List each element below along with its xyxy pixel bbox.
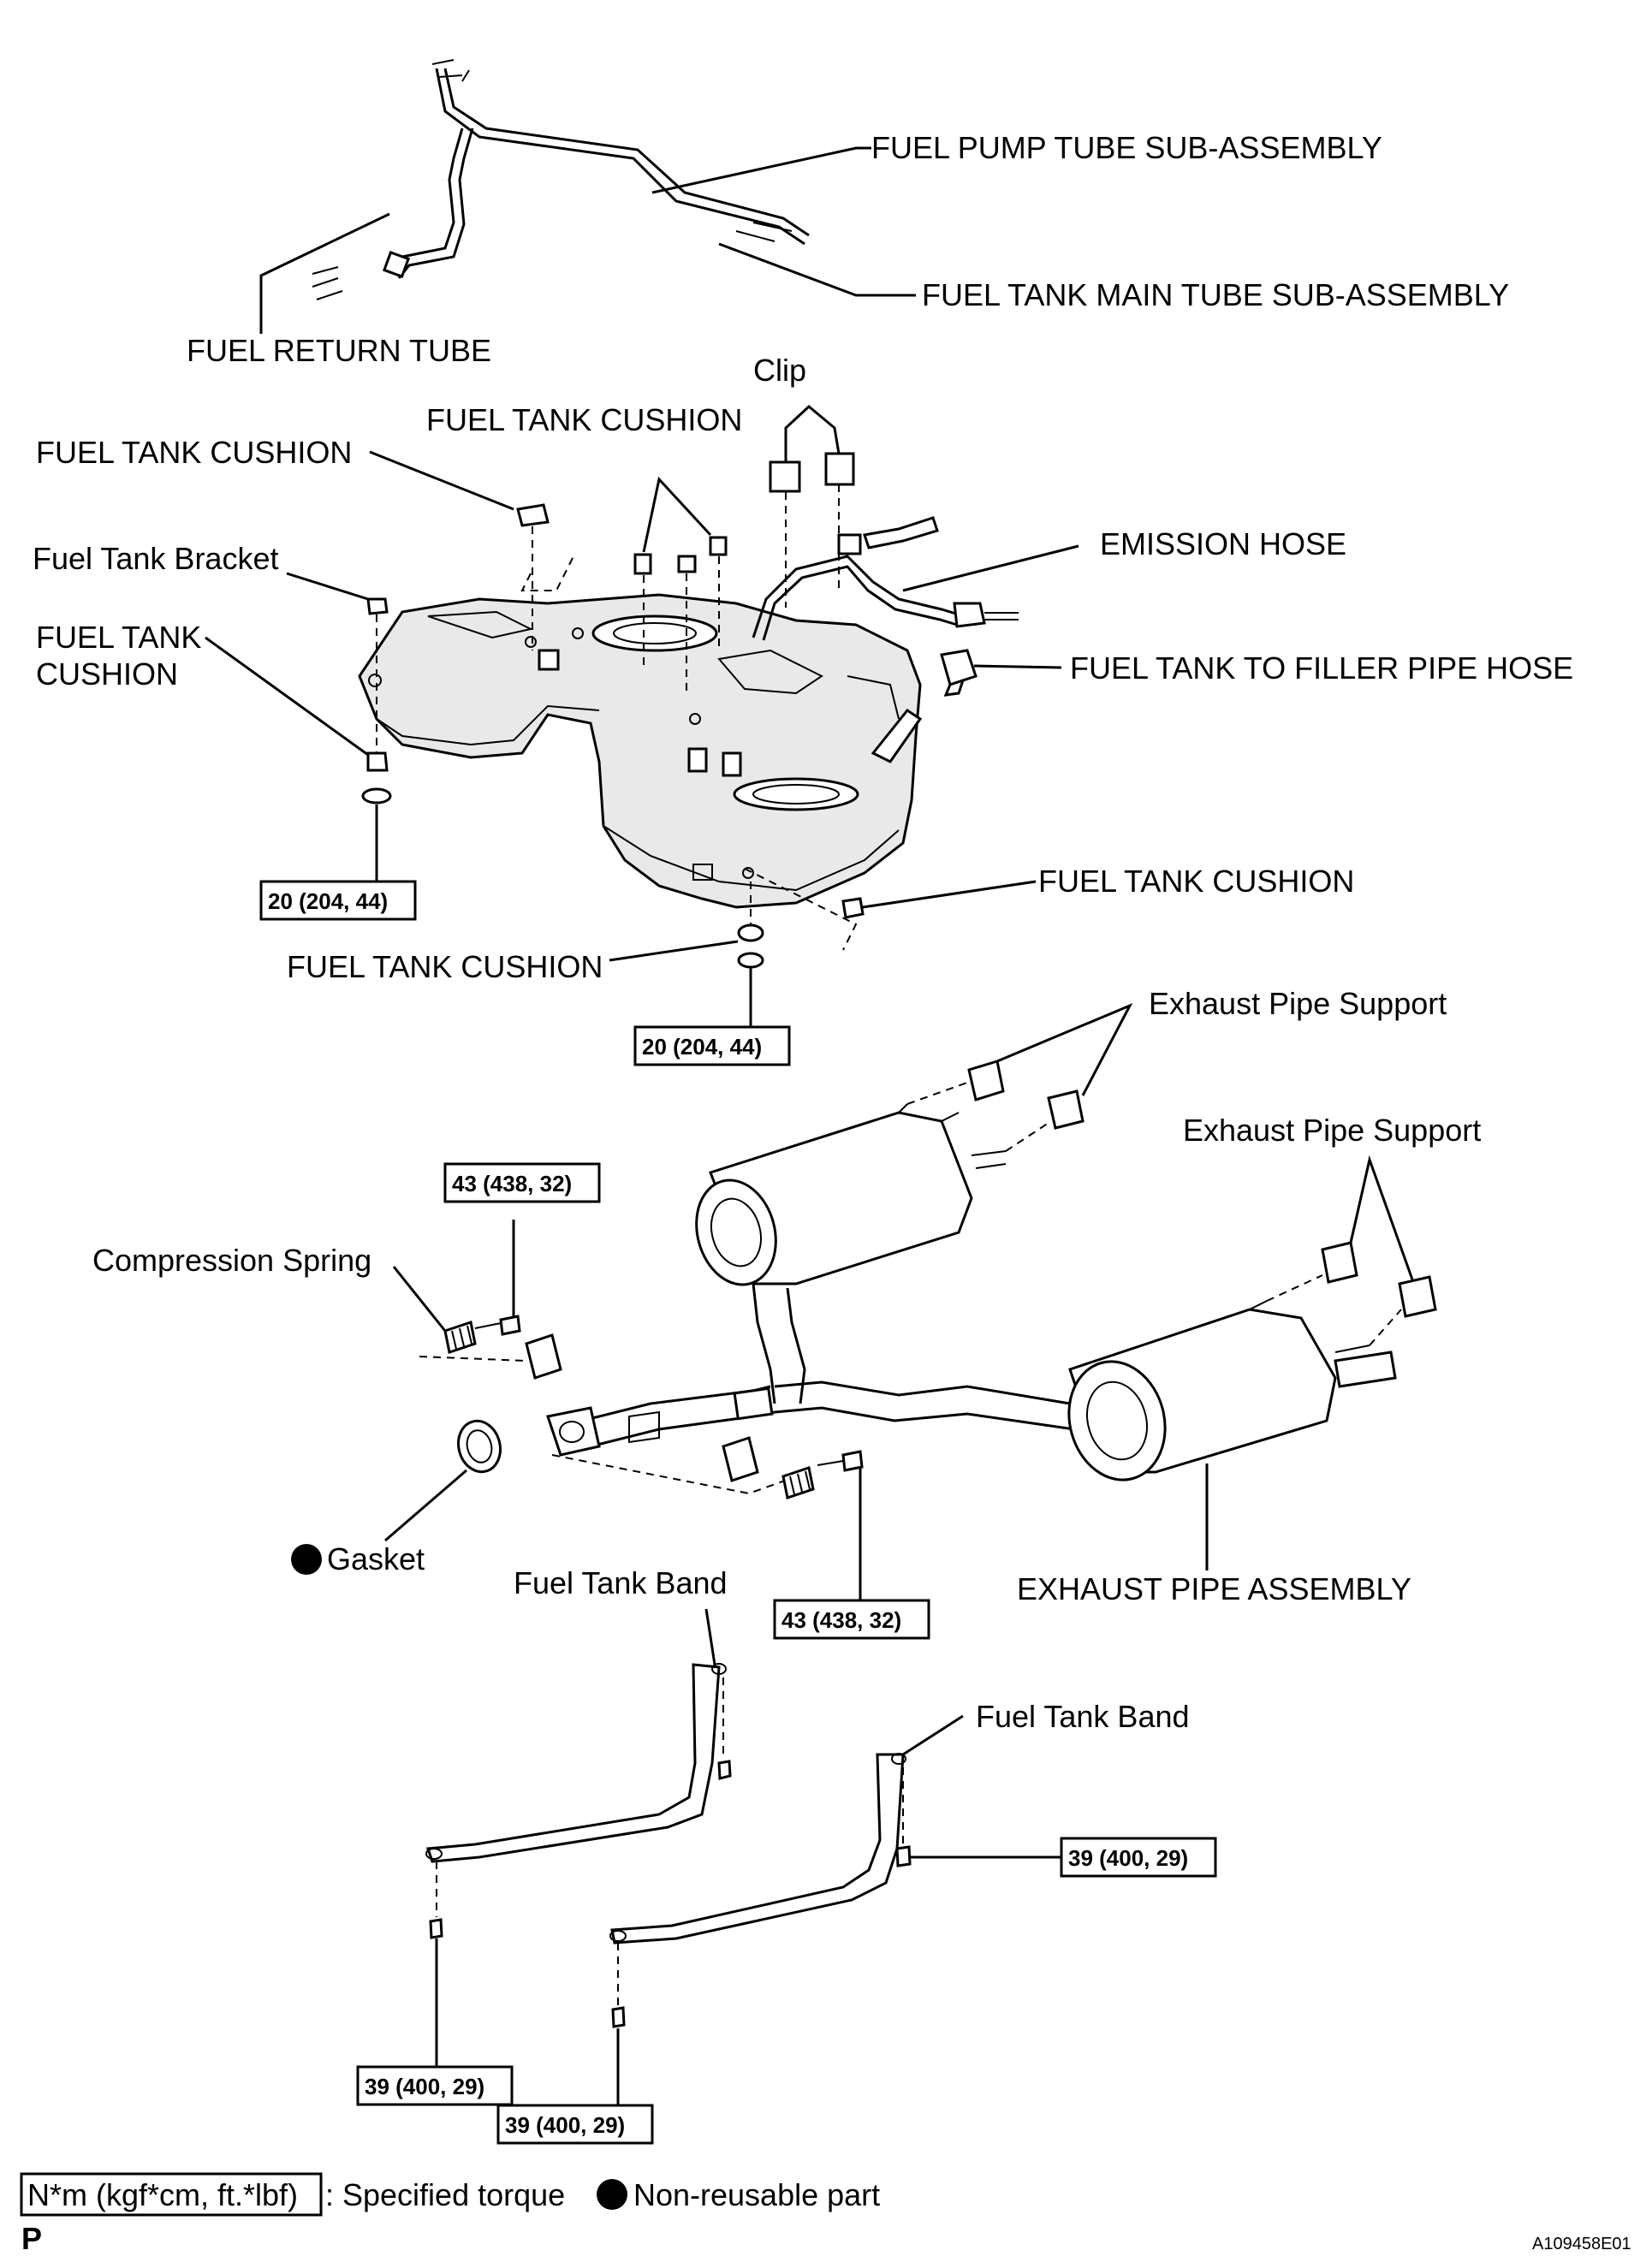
fuel-tank-cushion-top-drawing bbox=[633, 536, 728, 575]
leader-exhaust-pipe-support-2 bbox=[1349, 1155, 1414, 1280]
svg-text:39 (400, 29): 39 (400, 29) bbox=[365, 2074, 484, 2099]
label-compression-spring: Compression Spring bbox=[92, 1243, 371, 1278]
non-reusable-marker-gasket bbox=[291, 1544, 322, 1575]
leader-fuel-tank-main-tube bbox=[718, 242, 916, 297]
svg-text:39 (400, 29): 39 (400, 29) bbox=[505, 2112, 625, 2138]
leader-fuel-tank-band-1 bbox=[704, 1608, 716, 1665]
label-fuel-pump-tube: FUEL PUMP TUBE SUB-ASSEMBLY bbox=[871, 130, 1382, 165]
leader-fuel-tank-cushion-bottom bbox=[609, 940, 739, 962]
leader-fuel-pump-tube bbox=[651, 146, 871, 194]
svg-text:43 (438, 32): 43 (438, 32) bbox=[452, 1171, 572, 1196]
svg-text:20 (204, 44): 20 (204, 44) bbox=[642, 1034, 762, 1060]
leader-clip bbox=[784, 405, 841, 462]
exhaust-pipe-assembly-drawing bbox=[546, 1103, 1397, 1481]
clip-drawing bbox=[769, 452, 855, 493]
fuel-tank-drawing bbox=[358, 593, 923, 909]
label-fuel-tank-cushion-mid-line2: CUSHION bbox=[36, 656, 178, 692]
torque-box-band-left: 39 (400, 29) bbox=[356, 2065, 514, 2106]
fuel-tank-cushion-right-drawing bbox=[841, 897, 865, 919]
svg-text:20 (204, 44): 20 (204, 44) bbox=[268, 888, 388, 914]
label-exhaust-pipe-support-1: Exhaust Pipe Support bbox=[1149, 986, 1447, 1021]
leader-fuel-tank-cushion-right bbox=[862, 880, 1037, 909]
leader-fuel-return-tube bbox=[259, 212, 390, 334]
torque-box-exhaust-lower-bolt: 43 (438, 32) bbox=[773, 1599, 930, 1640]
torque-box-bracket-bolt: 20 (204, 44) bbox=[259, 880, 417, 921]
label-fuel-tank-band-1: Fuel Tank Band bbox=[514, 1565, 728, 1600]
label-emission-hose: EMISSION HOSE bbox=[1100, 526, 1346, 561]
svg-text:43 (438, 32): 43 (438, 32) bbox=[781, 1607, 901, 1633]
page-letter: P bbox=[21, 2221, 42, 2256]
legend-non-reusable: Non-reusable part bbox=[633, 2177, 880, 2212]
label-fuel-tank-cushion-bottom: FUEL TANK CUSHION bbox=[287, 949, 603, 984]
filler-pipe-hose-drawing bbox=[940, 649, 978, 697]
leader-fuel-tank-cushion-mid bbox=[205, 636, 369, 757]
legend-torque-box bbox=[20, 2172, 323, 2217]
fuel-tank-cushion-left-drawing bbox=[516, 503, 550, 527]
compression-spring-drawing bbox=[443, 1321, 815, 1499]
legend-torque-unit: N*m (kgf*cm, ft.*lbf) bbox=[27, 2177, 298, 2212]
label-exhaust-pipe-assembly: EXHAUST PIPE ASSEMBLY bbox=[1017, 1571, 1411, 1606]
fuel-tank-cushion-bottom-drawing bbox=[737, 923, 764, 969]
label-fuel-tank-cushion-left: FUEL TANK CUSHION bbox=[36, 435, 352, 470]
leader-filler-pipe-hose bbox=[973, 664, 1062, 669]
torque-box-band-right-lower: 39 (400, 29) bbox=[496, 2104, 654, 2145]
label-fuel-tank-band-2: Fuel Tank Band bbox=[976, 1699, 1190, 1734]
leader-emission-hose bbox=[902, 544, 1079, 592]
non-reusable-marker-legend bbox=[597, 2179, 627, 2210]
exhaust-pipe-support-2-drawing bbox=[1321, 1241, 1437, 1318]
label-fuel-tank-cushion-top: FUEL TANK CUSHION bbox=[426, 402, 742, 437]
label-fuel-tank-cushion-right: FUEL TANK CUSHION bbox=[1038, 864, 1354, 899]
emission-hose-drawing bbox=[752, 516, 1019, 641]
label-fuel-tank-main-tube: FUEL TANK MAIN TUBE SUB-ASSEMBLY bbox=[922, 277, 1509, 312]
label-fuel-return-tube: FUEL RETURN TUBE bbox=[187, 333, 491, 368]
leader-exhaust-pipe-support-1 bbox=[996, 1003, 1133, 1096]
exhaust-pipe-support-1-drawing bbox=[967, 1060, 1084, 1130]
leader-fuel-tank-bracket bbox=[286, 572, 369, 601]
label-exhaust-pipe-support-2: Exhaust Pipe Support bbox=[1183, 1113, 1481, 1148]
gasket-drawing bbox=[457, 1419, 502, 1474]
svg-text:39 (400, 29): 39 (400, 29) bbox=[1068, 1845, 1188, 1871]
fuel-pump-tube-drawing bbox=[312, 59, 810, 300]
label-fuel-tank-to-filler-pipe-hose: FUEL TANK TO FILLER PIPE HOSE bbox=[1070, 650, 1573, 686]
leader-fuel-tank-cushion-top bbox=[642, 476, 712, 553]
torque-box-exhaust-upper-bolt: 43 (438, 32) bbox=[443, 1162, 601, 1203]
flange-support-drawing bbox=[525, 1333, 759, 1482]
torque-box-tank-rear-bolt: 20 (204, 44) bbox=[633, 1025, 791, 1066]
fuel-tank-bracket-drawing bbox=[361, 597, 392, 804]
leader-gasket bbox=[384, 1469, 467, 1542]
leader-fuel-tank-band-2 bbox=[902, 1714, 964, 1756]
label-gasket: Gasket bbox=[327, 1541, 425, 1576]
torque-box-band-right-upper: 39 (400, 29) bbox=[1060, 1837, 1217, 1878]
legend-specified-torque: : Specified torque bbox=[325, 2177, 565, 2212]
fuel-tank-band-2-drawing bbox=[609, 1753, 912, 2028]
legend: N*m (kgf*cm, ft.*lbf) : Specified torque… bbox=[20, 2172, 880, 2217]
leader-fuel-tank-cushion-left bbox=[369, 450, 514, 511]
figure-code: A109458E01 bbox=[1532, 2235, 1631, 2253]
label-fuel-tank-cushion-mid-line1: FUEL TANK bbox=[36, 620, 201, 655]
leader-compression-spring bbox=[392, 1266, 447, 1332]
label-fuel-tank-bracket: Fuel Tank Bracket bbox=[33, 541, 278, 576]
label-clip: Clip bbox=[753, 353, 806, 388]
fuel-tank-band-1-drawing bbox=[425, 1663, 732, 1939]
exhaust-bolt-drawing bbox=[474, 1315, 864, 1472]
